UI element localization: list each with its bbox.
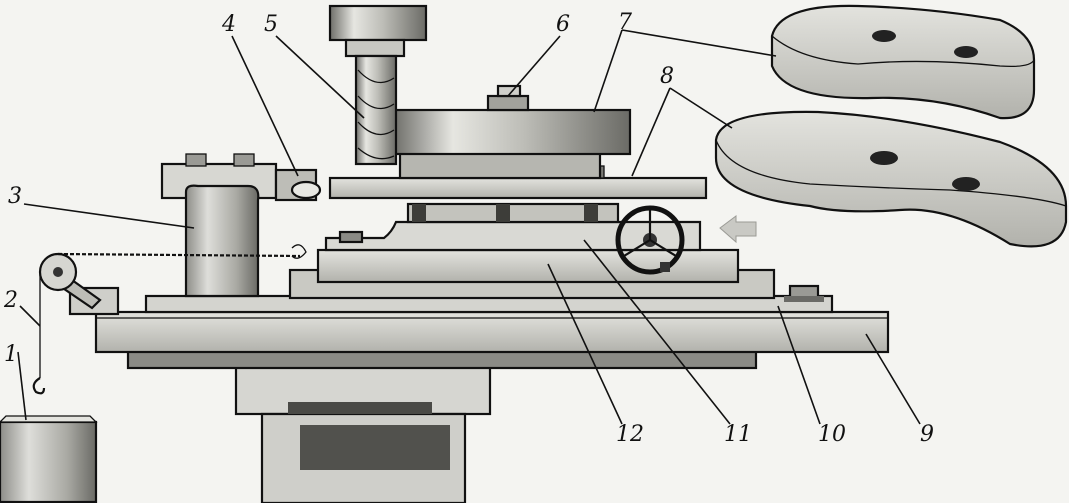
machine-base	[234, 350, 492, 503]
copier-roller	[290, 180, 322, 200]
machine-table	[94, 310, 890, 370]
callout-5: 5	[264, 12, 278, 37]
feed-direction-arrow-icon	[719, 215, 757, 244]
copier-holder	[160, 153, 322, 298]
intermediate-slide	[144, 284, 834, 314]
callout-12: 12	[616, 422, 644, 447]
clamp-nut	[486, 84, 530, 112]
callout-11: 11	[724, 422, 752, 447]
detail-template	[714, 110, 1068, 248]
callout-2: 2	[4, 288, 18, 313]
cord-and-pulley	[32, 244, 307, 395]
workpiece	[392, 108, 632, 180]
handwheel-icon	[615, 205, 685, 275]
callout-6: 6	[556, 12, 570, 37]
callout-1: 1	[4, 342, 18, 367]
callout-10: 10	[818, 422, 846, 447]
weight	[0, 415, 98, 503]
callout-8: 8	[660, 64, 674, 89]
callout-4: 4	[222, 12, 236, 37]
leader-lines	[17, 29, 921, 425]
detail-workpiece	[770, 4, 1036, 120]
callout-3: 3	[8, 184, 22, 209]
rotary-table	[288, 202, 776, 300]
callout-7: 7	[618, 10, 632, 35]
callout-9: 9	[920, 422, 934, 447]
end-mill	[328, 4, 428, 166]
hook-icon	[32, 377, 46, 395]
